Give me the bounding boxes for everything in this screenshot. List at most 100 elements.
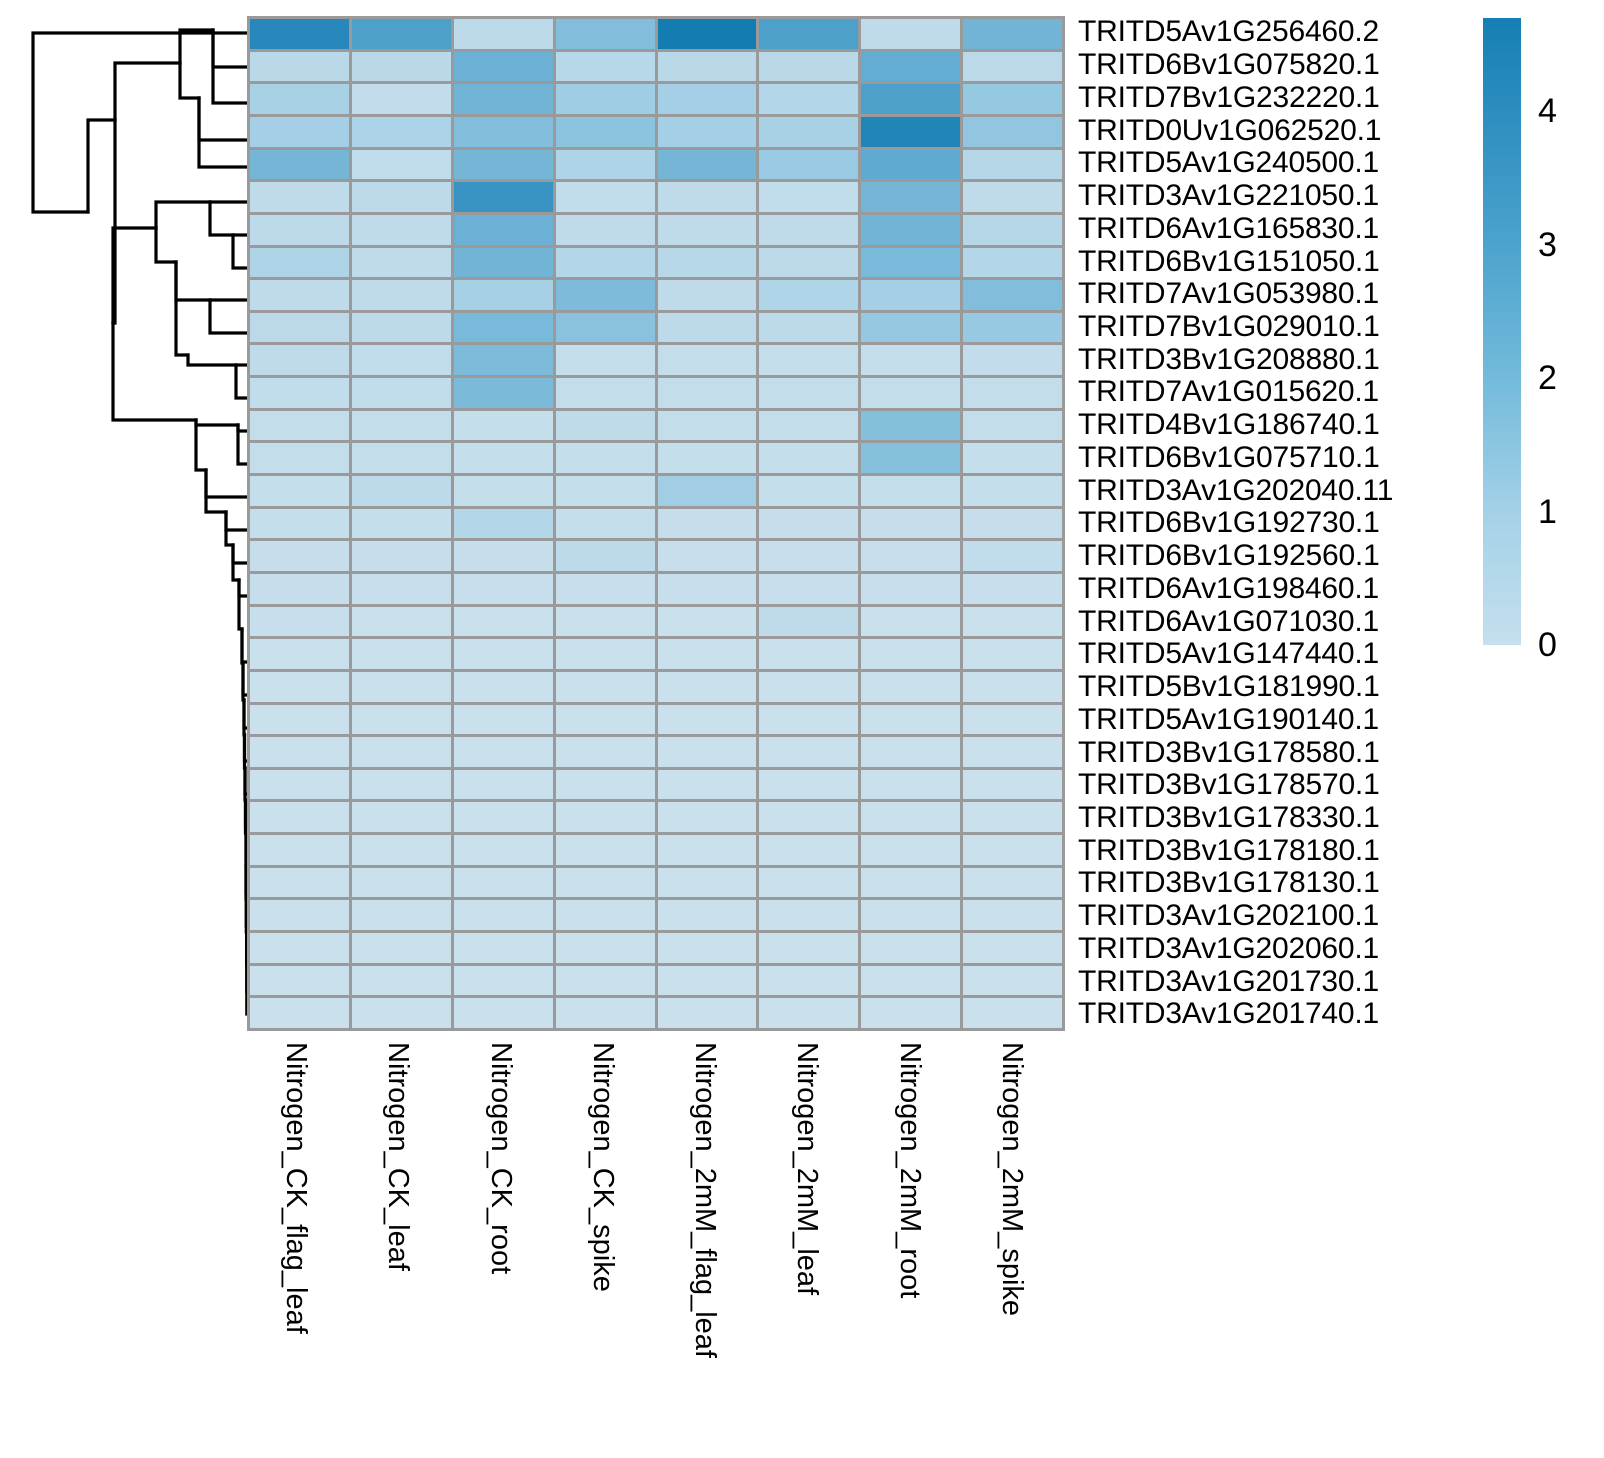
heatmap-cell [250,182,349,212]
heatmap-cell [963,214,1062,245]
row-label: TRITD3Bv1G178570.1 [1078,768,1380,802]
heatmap-cell [759,998,859,1028]
heatmap-cell [759,378,859,408]
column-label: Nitrogen_CK_flag_leaf [280,1042,313,1334]
heatmap-cell [861,671,961,702]
heatmap-cell [861,182,961,212]
heatmap-cell [759,737,859,767]
heatmap-cell [351,149,451,180]
heatmap-cell [351,312,451,343]
heatmap-cell [555,704,655,735]
heatmap-cell [657,116,757,147]
heatmap-cell [351,378,451,408]
heatmap-cell [555,965,655,996]
heatmap-cell [861,410,961,441]
heatmap-cell [351,737,451,767]
heatmap-cell [657,965,757,996]
heatmap-cell [453,835,553,865]
heatmap-cell [963,606,1062,637]
heatmap-cell [453,116,553,147]
heatmap-cell [759,116,859,147]
heatmap-cell [963,541,1062,571]
heatmap-cell [453,802,553,833]
colorbar-gradient [1483,18,1521,645]
row-label: TRITD3Bv1G208880.1 [1078,342,1380,376]
row-label: TRITD5Av1G256460.2 [1078,15,1380,49]
row-label: TRITD6Av1G071030.1 [1078,604,1380,638]
heatmap-cell [555,998,655,1028]
heatmap-cell [963,802,1062,833]
heatmap-cell [759,769,859,800]
heatmap-cell [453,639,553,669]
heatmap-cell [250,835,349,865]
heatmap-cell [861,280,961,310]
column-label-slot: Nitrogen_CK_spike [554,1036,656,1436]
heatmap-cell [555,280,655,310]
column-label: Nitrogen_2mM_root [893,1042,926,1299]
heatmap-cell [963,639,1062,669]
heatmap-cell [759,606,859,637]
heatmap-cell [351,182,451,212]
heatmap-cell [861,835,961,865]
heatmap-cell [657,280,757,310]
heatmap-cell [250,280,349,310]
heatmap-cell [963,182,1062,212]
heatmap-cell [555,639,655,669]
heatmap-cell [250,51,349,82]
heatmap-cell [453,573,553,604]
heatmap-cell [351,247,451,278]
heatmap-cell [250,149,349,180]
heatmap-cell [555,19,655,49]
heatmap-cell [453,476,553,506]
heatmap-cell [555,737,655,767]
column-label: Nitrogen_CK_leaf [382,1042,415,1271]
heatmap-cell [250,214,349,245]
heatmap-cell [351,769,451,800]
heatmap-cell [453,312,553,343]
heatmap-cell [963,345,1062,376]
heatmap-cell [453,149,553,180]
column-label: Nitrogen_2mM_flag_leaf [689,1042,722,1358]
heatmap-cell [351,84,451,114]
heatmap-cell [351,508,451,539]
heatmap-cell [657,606,757,637]
heatmap-cell [555,116,655,147]
colorbar-tick-label: 1 [1538,492,1557,531]
heatmap-cell [453,84,553,114]
heatmap-cell [453,410,553,441]
heatmap-cell [250,769,349,800]
heatmap-cell [657,573,757,604]
heatmap-cell [759,933,859,963]
heatmap-cell [351,116,451,147]
heatmap-cell [453,965,553,996]
heatmap-cell [657,704,757,735]
column-label: Nitrogen_CK_spike [586,1042,619,1292]
column-label-slot: Nitrogen_2mM_leaf [758,1036,860,1436]
row-label: TRITD6Bv1G075710.1 [1078,440,1380,474]
heatmap-cell [250,476,349,506]
heatmap-cell [963,998,1062,1028]
heatmap-cell [555,149,655,180]
heatmap-cell [963,312,1062,343]
heatmap-cell [861,737,961,767]
heatmap-cell [351,280,451,310]
heatmap-cell [657,769,757,800]
heatmap-cell [351,345,451,376]
heatmap-cell [555,867,655,898]
heatmap-cell [351,541,451,571]
heatmap-cell [657,900,757,931]
heatmap-cell [963,671,1062,702]
heatmap-cell [555,900,655,931]
heatmap-cell [759,900,859,931]
row-label: TRITD3Bv1G178180.1 [1078,833,1380,867]
row-label: TRITD3Av1G221050.1 [1078,179,1380,213]
heatmap-cell [963,51,1062,82]
heatmap-grid [247,16,1065,1031]
heatmap-cell [555,541,655,571]
heatmap-cell [759,149,859,180]
column-label: Nitrogen_2mM_leaf [791,1042,824,1296]
heatmap-cell [963,900,1062,931]
heatmap-cell [657,84,757,114]
heatmap-cell [963,116,1062,147]
